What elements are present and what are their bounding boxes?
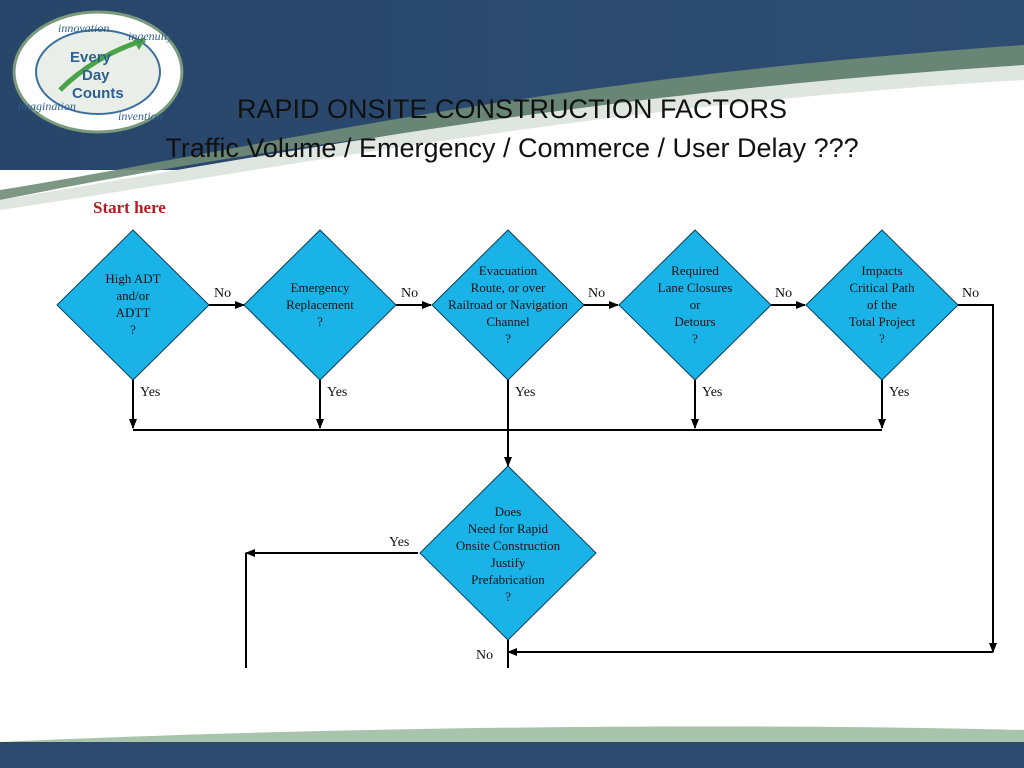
diamond-line: Route, or over xyxy=(470,280,546,295)
slide-title: RAPID ONSITE CONSTRUCTION FACTORS xyxy=(236,94,788,124)
diamond-line: Onsite Construction xyxy=(455,538,561,553)
logo-ring-word: invention xyxy=(118,109,163,123)
diamond-text-critical-path: Impacts Critical Path of the Total Proje… xyxy=(822,262,942,347)
footer-swoosh xyxy=(0,726,1024,742)
slide-subtitle: Traffic Volume / Emergency / Commerce / … xyxy=(165,133,859,163)
diamond-line: Lane Closures xyxy=(657,280,733,295)
logo-word-every: Every xyxy=(70,49,112,66)
edge-label-yes: Yes xyxy=(389,535,410,550)
decision-diamond-lane-closures xyxy=(618,229,772,381)
logo-ring-word: imagination xyxy=(18,99,76,113)
diamond-text-final: Does Need for Rapid Onsite Construction … xyxy=(438,503,578,605)
diamond-line: Impacts xyxy=(861,263,903,278)
decision-diamond-high-adt xyxy=(56,229,210,381)
diamond-line: ? xyxy=(505,331,511,346)
edge-label-no: No xyxy=(401,286,419,301)
diamond-line: Channel xyxy=(486,314,530,329)
every-day-counts-logo: innovation ingenuity invention imaginati… xyxy=(12,10,184,134)
diamond-line: ? xyxy=(130,322,136,337)
diamond-line: Evacuation xyxy=(478,263,538,278)
diamond-line: Emergency xyxy=(290,280,350,295)
diamond-line: Justify xyxy=(490,555,526,570)
edge-label-yes: Yes xyxy=(889,385,910,400)
edge-label-no: No xyxy=(476,648,494,663)
decision-diamond-critical-path xyxy=(805,229,959,381)
edge-label-yes: Yes xyxy=(515,385,536,400)
edge-label-no: No xyxy=(214,286,232,301)
diamond-line: Railroad or Navigation xyxy=(448,297,568,312)
diamond-line: Required xyxy=(671,263,719,278)
decision-diamond-emergency xyxy=(243,229,397,381)
diamond-line: ? xyxy=(505,589,511,604)
decision-diamond-evacuation xyxy=(431,229,585,381)
logo-word-counts: Counts xyxy=(72,85,124,102)
diamond-text-emergency: Emergency Replacement ? xyxy=(265,279,375,330)
no-arrow-5 xyxy=(958,304,997,653)
diamond-line: or xyxy=(689,297,701,312)
edge-label-yes: Yes xyxy=(140,385,161,400)
decision-diamond-final xyxy=(419,465,597,641)
diamond-line: Prefabrication xyxy=(471,572,545,587)
logo-word-day: Day xyxy=(82,67,110,84)
header-swoosh-light xyxy=(0,65,1024,210)
diamond-line: ADTT xyxy=(115,305,151,320)
content-area xyxy=(0,70,1024,768)
diamond-line: Critical Path xyxy=(849,280,915,295)
start-here-label: Start here xyxy=(93,198,166,217)
diamond-line: Total Project xyxy=(848,314,916,329)
diamond-line: ? xyxy=(879,331,885,346)
diamond-text-lane-closures: Required Lane Closures or Detours ? xyxy=(635,262,755,347)
diamond-text-high-adt: High ADT and/or ADTT ? xyxy=(83,270,183,338)
diamond-line: ? xyxy=(317,314,323,329)
edge-label-no: No xyxy=(962,286,980,301)
edge-label-no: No xyxy=(588,286,606,301)
diamond-line: of the xyxy=(867,297,897,312)
diamond-text-evacuation: Evacuation Route, or over Railroad or Na… xyxy=(433,262,583,347)
edge-label-no: No xyxy=(775,286,793,301)
diamond-line: ? xyxy=(692,331,698,346)
diamond-line: Detours xyxy=(674,314,716,329)
diamond-line: Need for Rapid xyxy=(467,521,549,536)
diamond-line: Does xyxy=(494,504,522,519)
logo-ring-word: innovation xyxy=(58,21,109,35)
diamond-line: and/or xyxy=(116,288,150,303)
header-swoosh-green xyxy=(0,45,1024,200)
diamond-line: Replacement xyxy=(286,297,354,312)
footer-band xyxy=(0,742,1024,768)
edge-label-yes: Yes xyxy=(702,385,723,400)
diamond-line: High ADT xyxy=(105,271,161,286)
edge-label-yes: Yes xyxy=(327,385,348,400)
logo-ring-word: ingenuity xyxy=(128,29,173,43)
